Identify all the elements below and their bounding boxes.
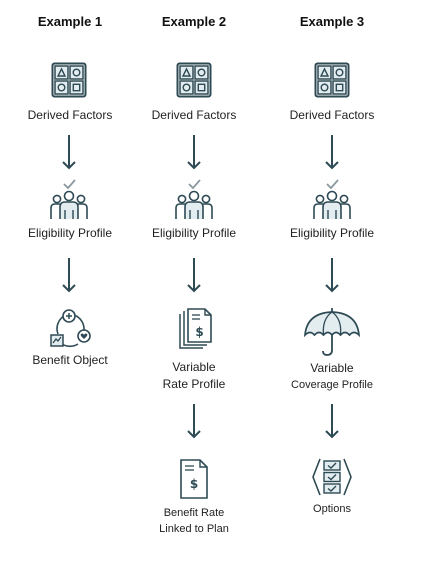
eligibility-profile-label: Eligibility Profile <box>27 226 113 240</box>
eligibility-profile-label: Eligibility Profile <box>151 226 237 240</box>
options-checklist-icon <box>312 458 352 496</box>
variable-coverage-profile-label-line1: Variable <box>310 361 354 375</box>
derived-factors-label: Derived Factors <box>27 108 113 122</box>
svg-text:$: $ <box>190 477 198 491</box>
flow-arrow <box>325 135 339 171</box>
flow-arrow <box>325 404 339 440</box>
benefit-rate-label-line2: Linked to Plan <box>159 523 229 535</box>
flow-arrow <box>62 258 76 294</box>
eligibility-profile-label: Eligibility Profile <box>289 226 375 240</box>
benefit-object-icon <box>48 308 92 350</box>
column-title-example-3: Example 3 <box>299 14 365 29</box>
derived-factors-icon <box>51 62 87 98</box>
derived-factors-label: Derived Factors <box>289 108 375 122</box>
flow-arrow <box>187 404 201 440</box>
flow-arrow <box>187 258 201 294</box>
flow-arrow <box>325 258 339 294</box>
options-label: Options <box>313 503 351 515</box>
column-title-example-2: Example 2 <box>161 14 227 29</box>
eligibility-profile-icon <box>49 179 89 221</box>
benefit-rate-icon: $ <box>180 459 208 499</box>
derived-factors-label: Derived Factors <box>151 108 237 122</box>
derived-factors-icon <box>176 62 212 98</box>
eligibility-profile-icon <box>174 179 214 221</box>
variable-rate-profile-label-line2: Rate Profile <box>162 377 226 391</box>
svg-text:$: $ <box>195 325 203 339</box>
benefit-object-label: Benefit Object <box>32 353 108 367</box>
flow-arrow <box>187 135 201 171</box>
variable-rate-profile-icon: $ <box>179 308 213 350</box>
flow-arrow <box>62 135 76 171</box>
umbrella-icon <box>303 307 361 357</box>
variable-coverage-profile-label-line2: Coverage Profile <box>291 379 373 391</box>
derived-factors-icon <box>314 62 350 98</box>
column-title-example-1: Example 1 <box>37 14 103 29</box>
eligibility-profile-icon <box>312 179 352 221</box>
benefit-rate-label-line1: Benefit Rate <box>163 507 225 519</box>
variable-rate-profile-label-line1: Variable <box>172 360 216 374</box>
